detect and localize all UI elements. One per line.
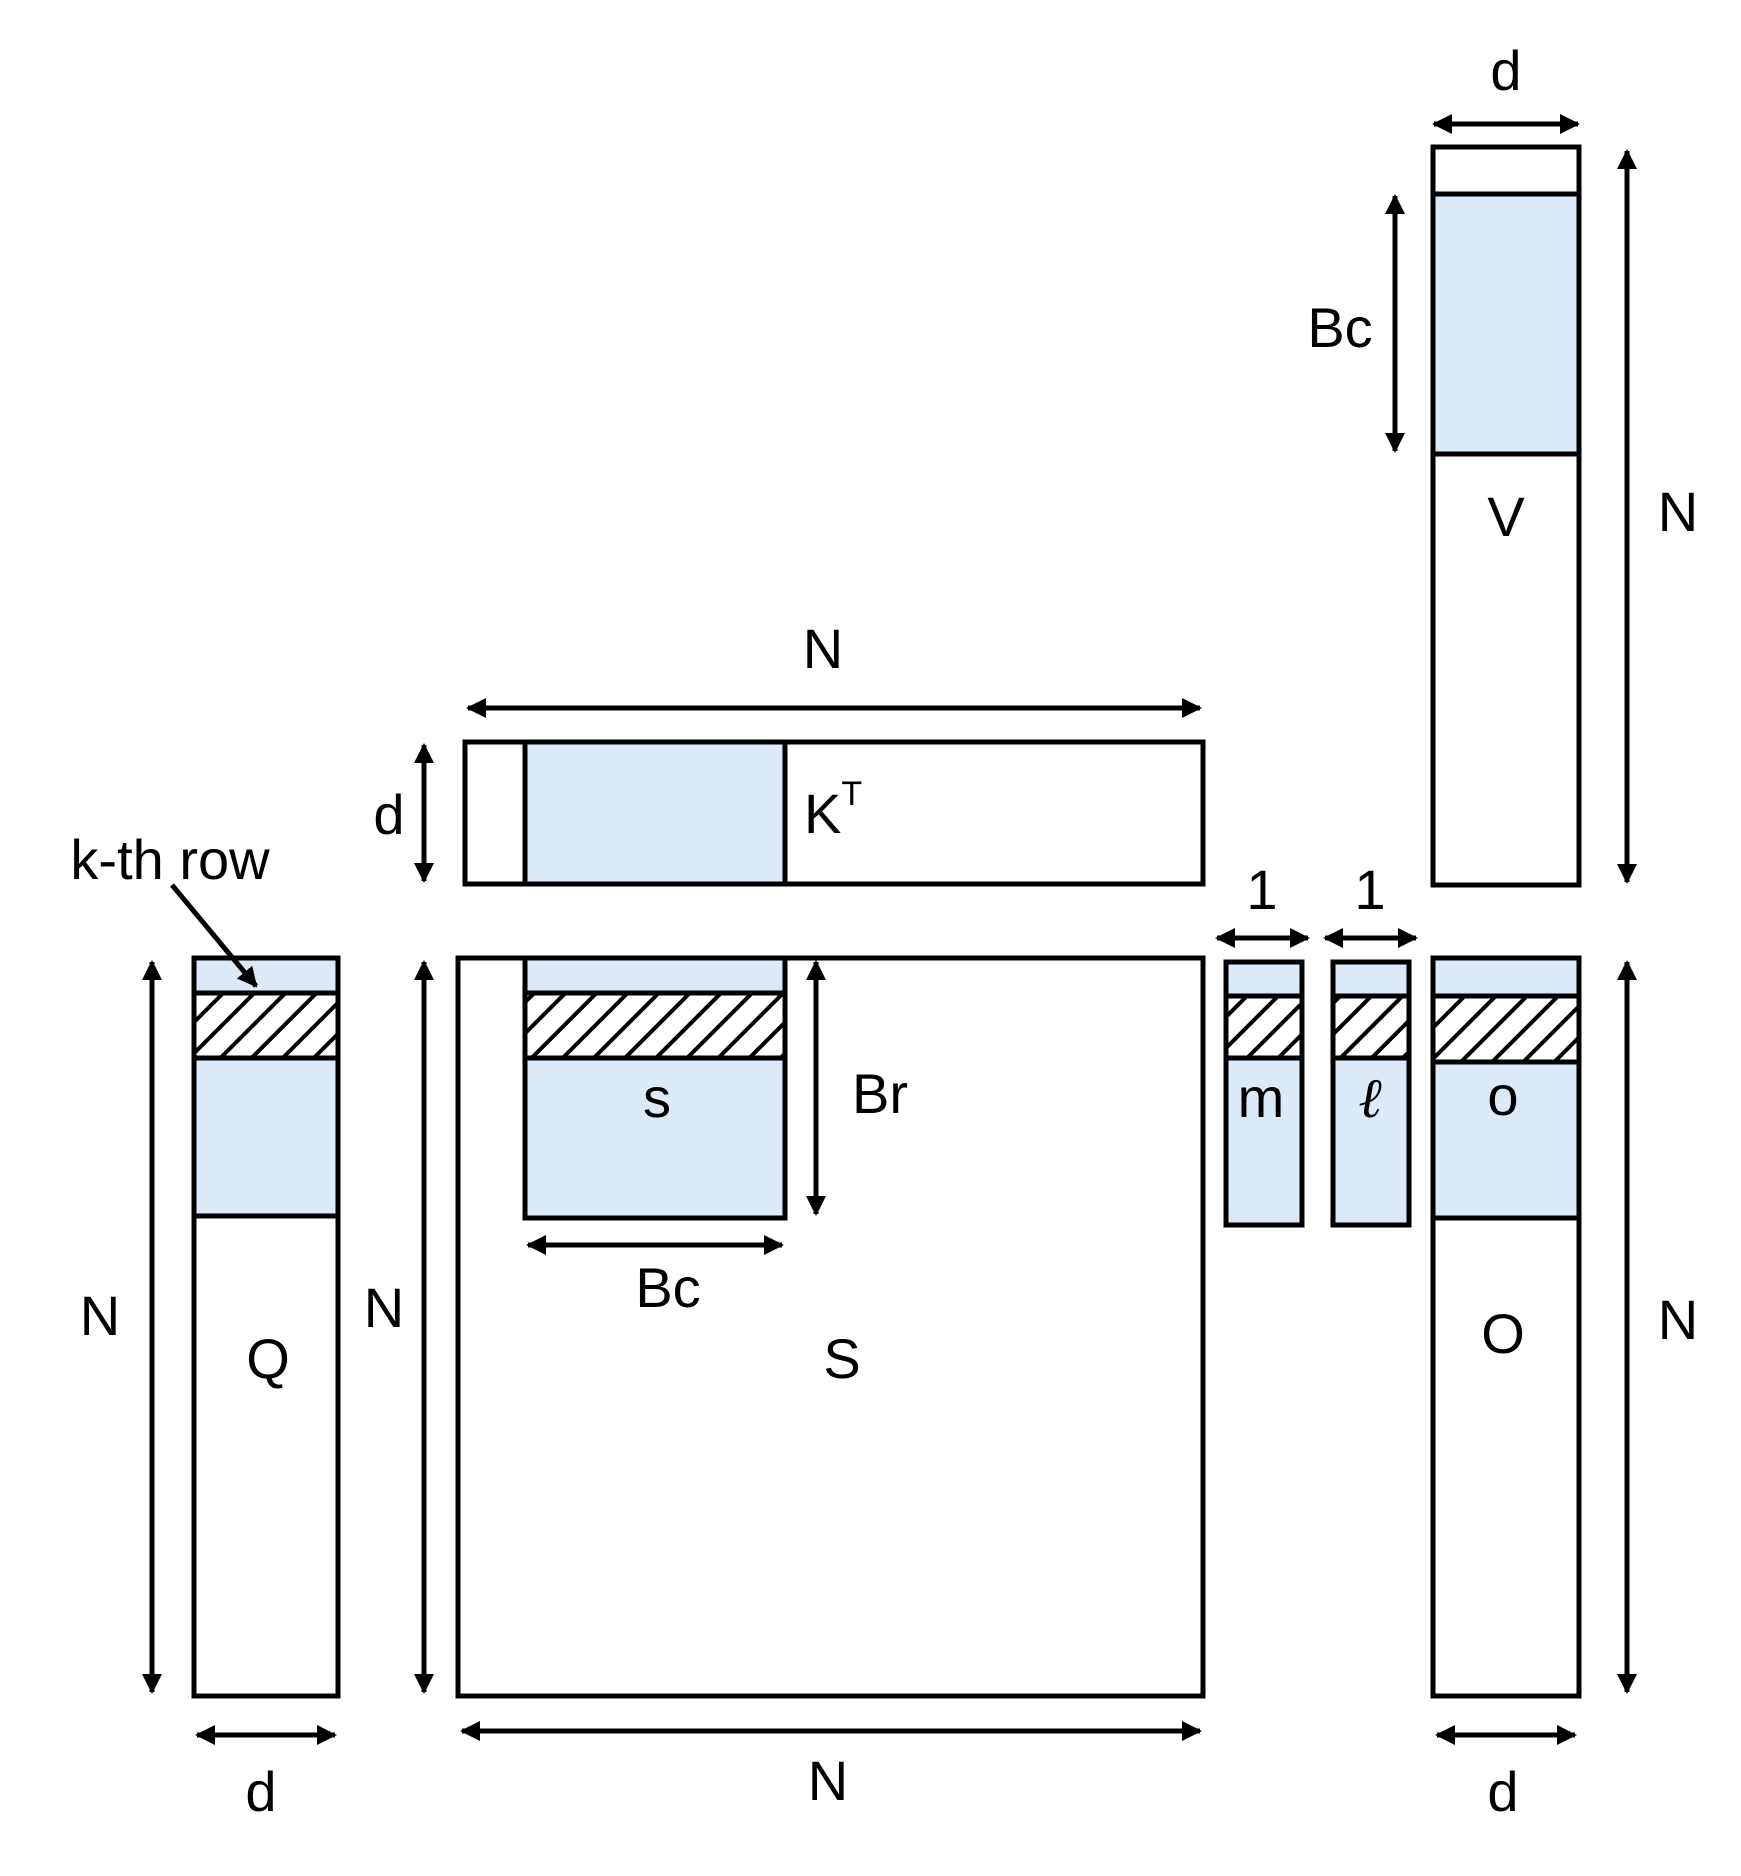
kt-matrix-label: KT (804, 775, 862, 845)
q-width-label: d (245, 1760, 276, 1823)
s-matrix: s S (455, 955, 1206, 1699)
q-matrix: Q (191, 955, 341, 1699)
kt-height-label: d (373, 783, 404, 846)
v-block (1430, 191, 1582, 457)
kt-block (522, 739, 788, 887)
o-width-label: d (1487, 1760, 1518, 1823)
m-vector: m (1223, 959, 1305, 1228)
o-matrix-label: O (1481, 1302, 1525, 1365)
s-kth-row (522, 990, 788, 1061)
kt-matrix-letter: K (804, 782, 841, 845)
v-matrix-label: V (1487, 485, 1525, 548)
q-kth-row (191, 990, 341, 1061)
m-kth-row (1223, 993, 1305, 1061)
q-matrix-label: Q (246, 1327, 290, 1390)
s-block-width-label: Bc (635, 1256, 700, 1319)
s-block-height-label: Br (852, 1062, 908, 1125)
l-vector: ℓ (1330, 959, 1412, 1228)
v-matrix: V (1430, 144, 1582, 888)
m-vector-label: m (1238, 1066, 1285, 1129)
k-th-row-label: k-th row (70, 828, 270, 891)
v-width-label: d (1490, 39, 1521, 102)
s-width-label: N (808, 1749, 848, 1812)
m-width-label: 1 (1246, 858, 1277, 921)
k-th-row-pointer (170, 883, 258, 988)
v-height-label: N (1658, 480, 1698, 543)
s-block-label: s (643, 1066, 671, 1129)
l-width-label: 1 (1354, 858, 1385, 921)
s-matrix-label: S (823, 1327, 860, 1390)
kt-superscript: T (841, 775, 862, 813)
o-block-label: o (1487, 1064, 1518, 1127)
l-vector-label: ℓ (1358, 1066, 1382, 1131)
l-kth-row (1330, 993, 1412, 1061)
kt-width-label: N (803, 617, 843, 680)
o-matrix: o O (1430, 955, 1582, 1699)
v-block-label: Bc (1307, 296, 1372, 359)
kt-matrix: KT (462, 739, 1206, 887)
s-height-label: N (364, 1276, 404, 1339)
o-kth-row (1430, 993, 1582, 1065)
o-height-label: N (1658, 1288, 1698, 1351)
q-height-label: N (80, 1284, 120, 1347)
